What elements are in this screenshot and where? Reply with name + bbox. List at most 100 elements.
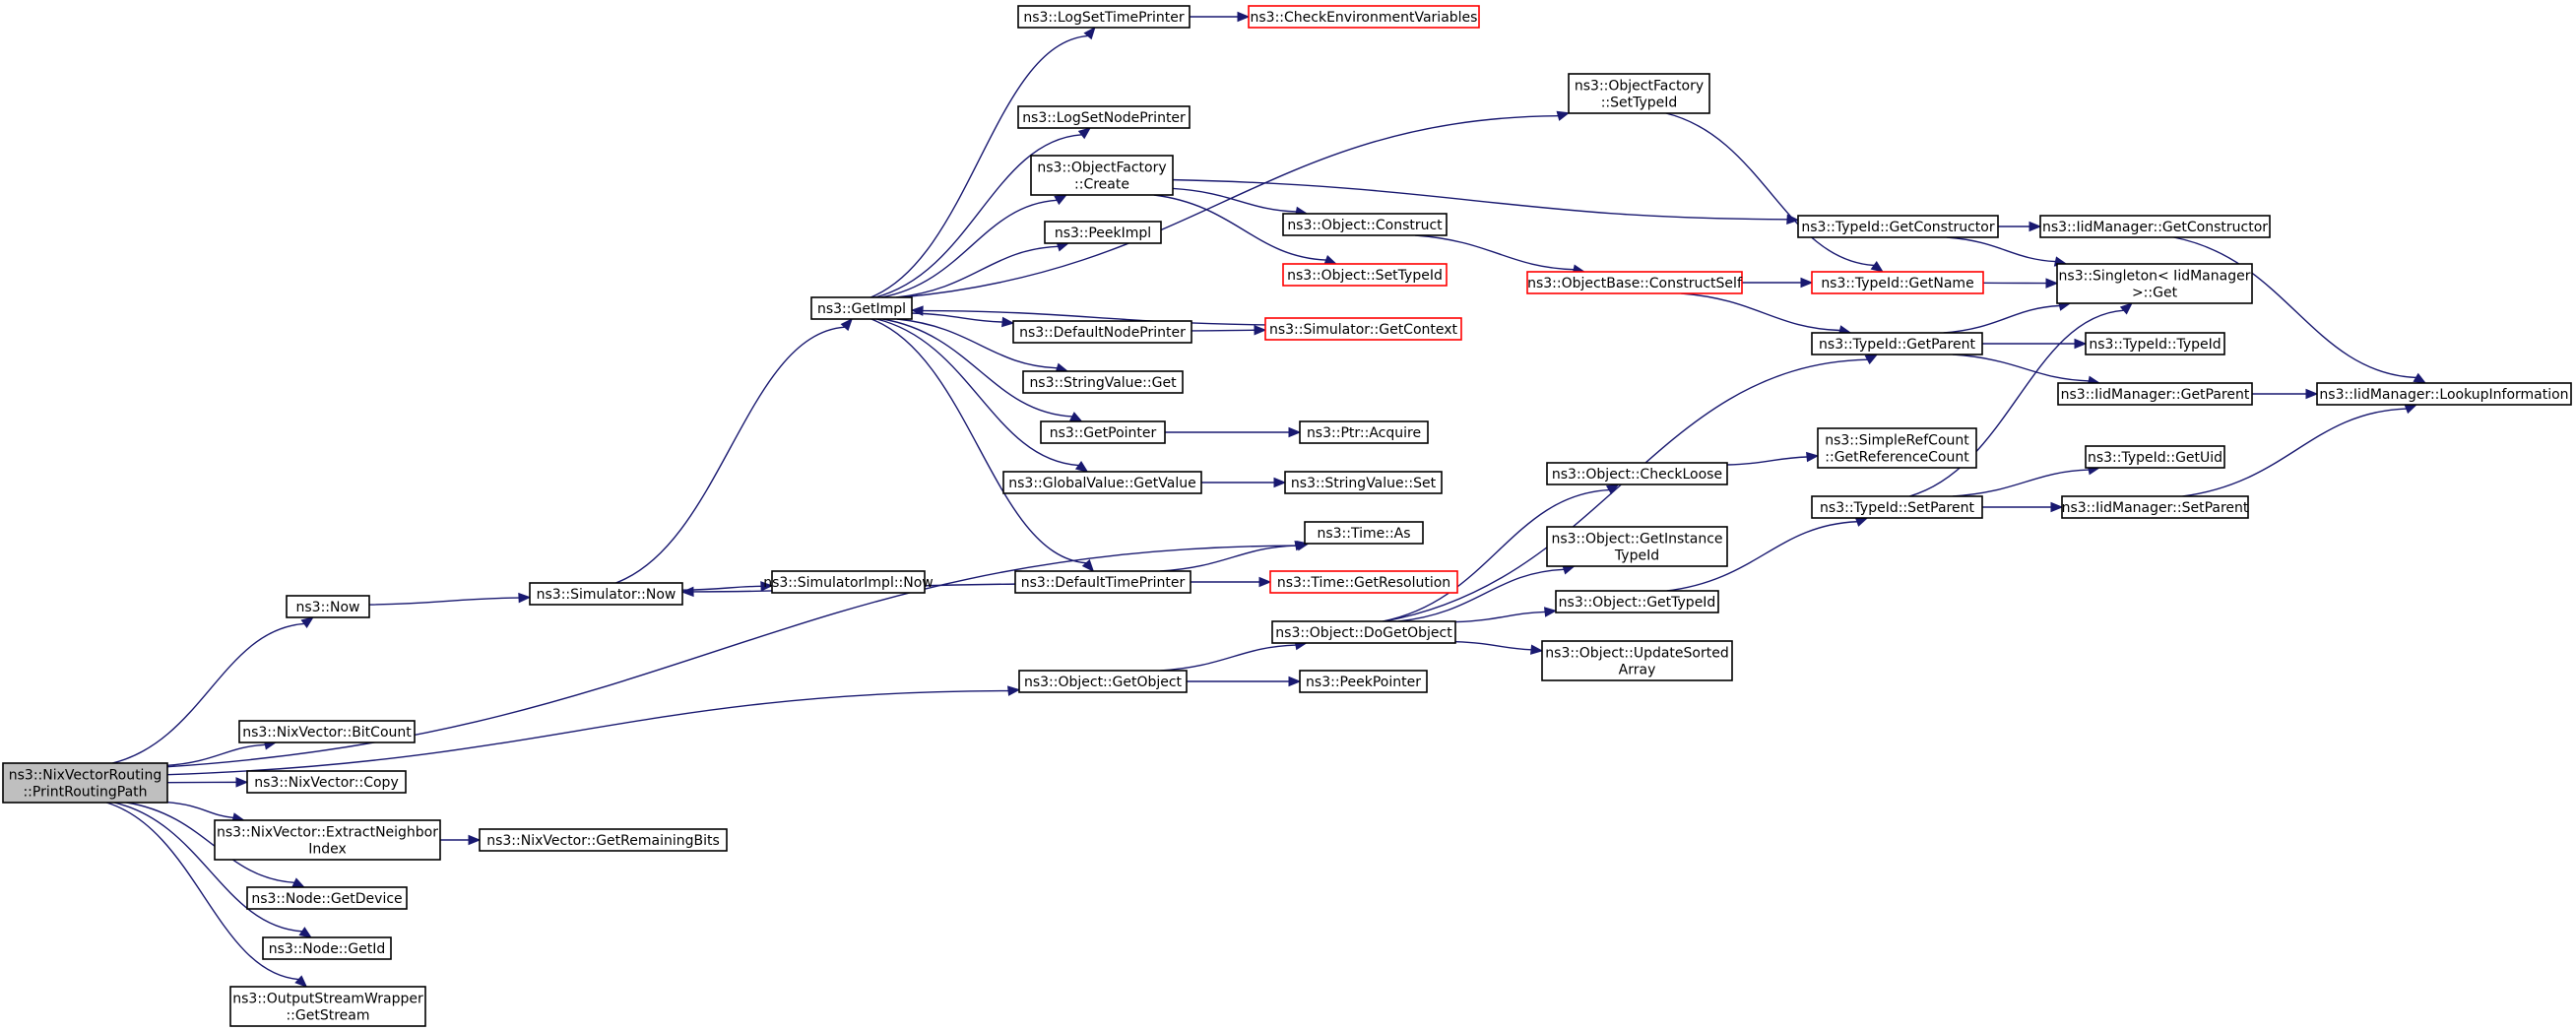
node-objconstruct[interactable]: ns3::Object::Construct <box>1282 213 1448 236</box>
edge-n_dogetobj-n_objgettype <box>1454 607 1558 623</box>
node-root[interactable]: ns3::NixVectorRouting::PrintRoutingPath <box>2 762 168 804</box>
edge-n_getimpl-n_deftime <box>870 318 1095 572</box>
edge-n_simnow-n_simimplnow <box>681 581 774 592</box>
node-timeres[interactable]: ns3::Time::GetResolution <box>1269 570 1458 594</box>
node-obconstself[interactable]: ns3::ObjectBase::ConstructSelf <box>1526 271 1743 294</box>
edge-n_root-n_nvextract <box>166 801 245 823</box>
node-label: >::Get <box>2132 286 2178 301</box>
node-box <box>771 570 926 594</box>
node-peekimpl[interactable]: ns3::PeekImpl <box>1044 221 1162 244</box>
node-getimpl[interactable]: ns3::GetImpl <box>810 296 913 320</box>
edge-n_objgetobj-n_peekptr <box>1187 676 1302 687</box>
node-ofcreate[interactable]: ns3::ObjectFactory::Create <box>1030 155 1174 196</box>
node-tidgetname[interactable]: ns3::TypeId::GetName <box>1811 271 1984 294</box>
node-singleton[interactable]: ns3::Singleton< IidManager>::Get <box>2056 263 2253 304</box>
node-ofsettype[interactable]: ns3::ObjectFactory::SetTypeId <box>1568 73 1710 114</box>
node-timeas[interactable]: ns3::Time::As <box>1304 521 1424 545</box>
node-gvget[interactable]: ns3::GlobalValue::GetValue <box>1002 471 1202 494</box>
node-box <box>2039 215 2271 238</box>
node-defnode[interactable]: ns3::DefaultNodePrinter <box>1012 320 1192 344</box>
node-label: ns3::StringValue::Get <box>1029 375 1177 391</box>
edge-n_logtime-n_checkenv <box>1190 11 1251 23</box>
node-iidgetparent[interactable]: ns3::IidManager::GetParent <box>2057 382 2253 406</box>
node-tidgetctor[interactable]: ns3::TypeId::GetConstructor <box>1797 215 1999 238</box>
edge-n_dogetobj-n_updsorted <box>1454 641 1544 655</box>
edge-n_getimpl-n_lognode <box>874 127 1092 298</box>
node-tidgetuid[interactable]: ns3::TypeId::GetUid <box>2085 445 2225 469</box>
node-box <box>1284 471 1443 494</box>
node-box <box>1555 590 1719 613</box>
node-nodedev[interactable]: ns3::Node::GetDevice <box>246 886 408 910</box>
node-box <box>1817 427 1977 469</box>
node-lognode[interactable]: ns3::LogSetNodePrinter <box>1017 105 1191 129</box>
edge-n_defnode-n_simctx <box>1191 325 1267 336</box>
node-dogetobj[interactable]: ns3::Object::DoGetObject <box>1271 620 1456 644</box>
node-checkloose[interactable]: ns3::Object::CheckLoose <box>1546 462 1728 485</box>
node-iidsetparent[interactable]: ns3::IidManager::SetParent <box>2061 495 2249 519</box>
node-label: ns3::Simulator::Now <box>537 587 676 603</box>
node-now[interactable]: ns3::Now <box>286 595 370 618</box>
node-iidlookup[interactable]: ns3::IidManager::LookupInformation <box>2316 382 2572 406</box>
edge-n_tidgetctor-n_singleton <box>1946 236 2068 267</box>
node-box <box>286 595 370 618</box>
node-checkenv[interactable]: ns3::CheckEnvironmentVariables <box>1248 5 1480 29</box>
node-strset[interactable]: ns3::StringValue::Set <box>1284 471 1443 494</box>
node-iidgetctor[interactable]: ns3::IidManager::GetConstructor <box>2039 215 2271 238</box>
node-box <box>1568 73 1710 114</box>
node-objgetobj[interactable]: ns3::Object::GetObject <box>1018 670 1188 693</box>
node-label: ns3::DefaultNodePrinter <box>1019 325 1186 341</box>
edge-n_getpointer-n_ptracq <box>1165 426 1302 438</box>
node-deftime[interactable]: ns3::DefaultTimePrinter <box>1014 570 1191 594</box>
node-nvcopy[interactable]: ns3::NixVector::Copy <box>246 770 407 794</box>
node-label: ns3::Object::UpdateSorted <box>1545 646 1728 662</box>
node-box <box>246 770 407 794</box>
node-oswstream[interactable]: ns3::OutputStreamWrapper::GetStream <box>229 986 426 1027</box>
node-label: ns3::NixVector::GetRemainingBits <box>486 833 720 849</box>
node-tidtid[interactable]: ns3::TypeId::TypeId <box>2085 332 2225 355</box>
edge-n_getimpl-n_ofsettype <box>900 110 1571 298</box>
node-label: ns3::Object::GetInstance <box>1551 532 1722 548</box>
node-getpointer[interactable]: ns3::GetPointer <box>1040 420 1166 444</box>
node-label: ns3::Simulator::GetContext <box>1269 322 1458 338</box>
node-nvremain[interactable]: ns3::NixVector::GetRemainingBits <box>479 828 728 852</box>
node-label: ns3::TypeId::TypeId <box>2089 337 2221 353</box>
node-simctx[interactable]: ns3::Simulator::GetContext <box>1264 317 1462 341</box>
node-label: ns3::Time::As <box>1317 526 1410 542</box>
node-layer: ns3::NixVectorRouting::PrintRoutingPathn… <box>2 5 2572 1027</box>
node-label: ns3::CheckEnvironmentVariables <box>1251 10 1478 26</box>
node-label: ns3::Object::GetTypeId <box>1559 595 1716 611</box>
node-objgettype[interactable]: ns3::Object::GetTypeId <box>1555 590 1719 613</box>
node-objsettypeid[interactable]: ns3::Object::SetTypeId <box>1282 263 1448 287</box>
node-simimplnow[interactable]: ns3::SimulatorImpl::Now <box>763 570 934 594</box>
node-box <box>1541 640 1733 681</box>
node-box <box>1271 620 1456 644</box>
node-srcref[interactable]: ns3::SimpleRefCount::GetReferenceCount <box>1817 427 1977 469</box>
node-box <box>1299 670 1428 693</box>
edge-n_deftime-n_timeres <box>1191 576 1272 588</box>
node-tidgetparent[interactable]: ns3::TypeId::GetParent <box>1811 332 1983 355</box>
edge-n_tidsetparent-n_tidgetuid <box>1952 465 2101 497</box>
edge-n_tidgetparent-n_singleton <box>1943 300 2072 334</box>
node-box <box>1811 271 1984 294</box>
edge-n_tidgetparent-n_iidgetparent <box>1952 354 2101 386</box>
node-logtime[interactable]: ns3::LogSetTimePrinter <box>1017 5 1191 29</box>
node-strget[interactable]: ns3::StringValue::Get <box>1022 370 1184 394</box>
node-peekptr[interactable]: ns3::PeekPointer <box>1299 670 1428 693</box>
node-box <box>1546 526 1728 567</box>
node-nvbitcount[interactable]: ns3::NixVector::BitCount <box>238 720 416 743</box>
node-label: ns3::Time::GetResolution <box>1277 575 1450 591</box>
node-tidsetparent[interactable]: ns3::TypeId::SetParent <box>1811 495 1983 519</box>
node-box <box>1248 5 1480 29</box>
edge-n_ofsettype-n_tidgetname <box>1665 112 1885 273</box>
node-box <box>2056 263 2253 304</box>
edge-n_root-n_objgetobj <box>166 685 1021 776</box>
node-ptracq[interactable]: ns3::Ptr::Acquire <box>1299 420 1429 444</box>
node-box <box>238 720 416 743</box>
node-simnow[interactable]: ns3::Simulator::Now <box>529 582 683 606</box>
node-label: ns3::PeekImpl <box>1055 226 1151 241</box>
node-label: ns3::Object::GetObject <box>1024 675 1183 690</box>
node-nodeid[interactable]: ns3::Node::GetId <box>262 936 392 960</box>
